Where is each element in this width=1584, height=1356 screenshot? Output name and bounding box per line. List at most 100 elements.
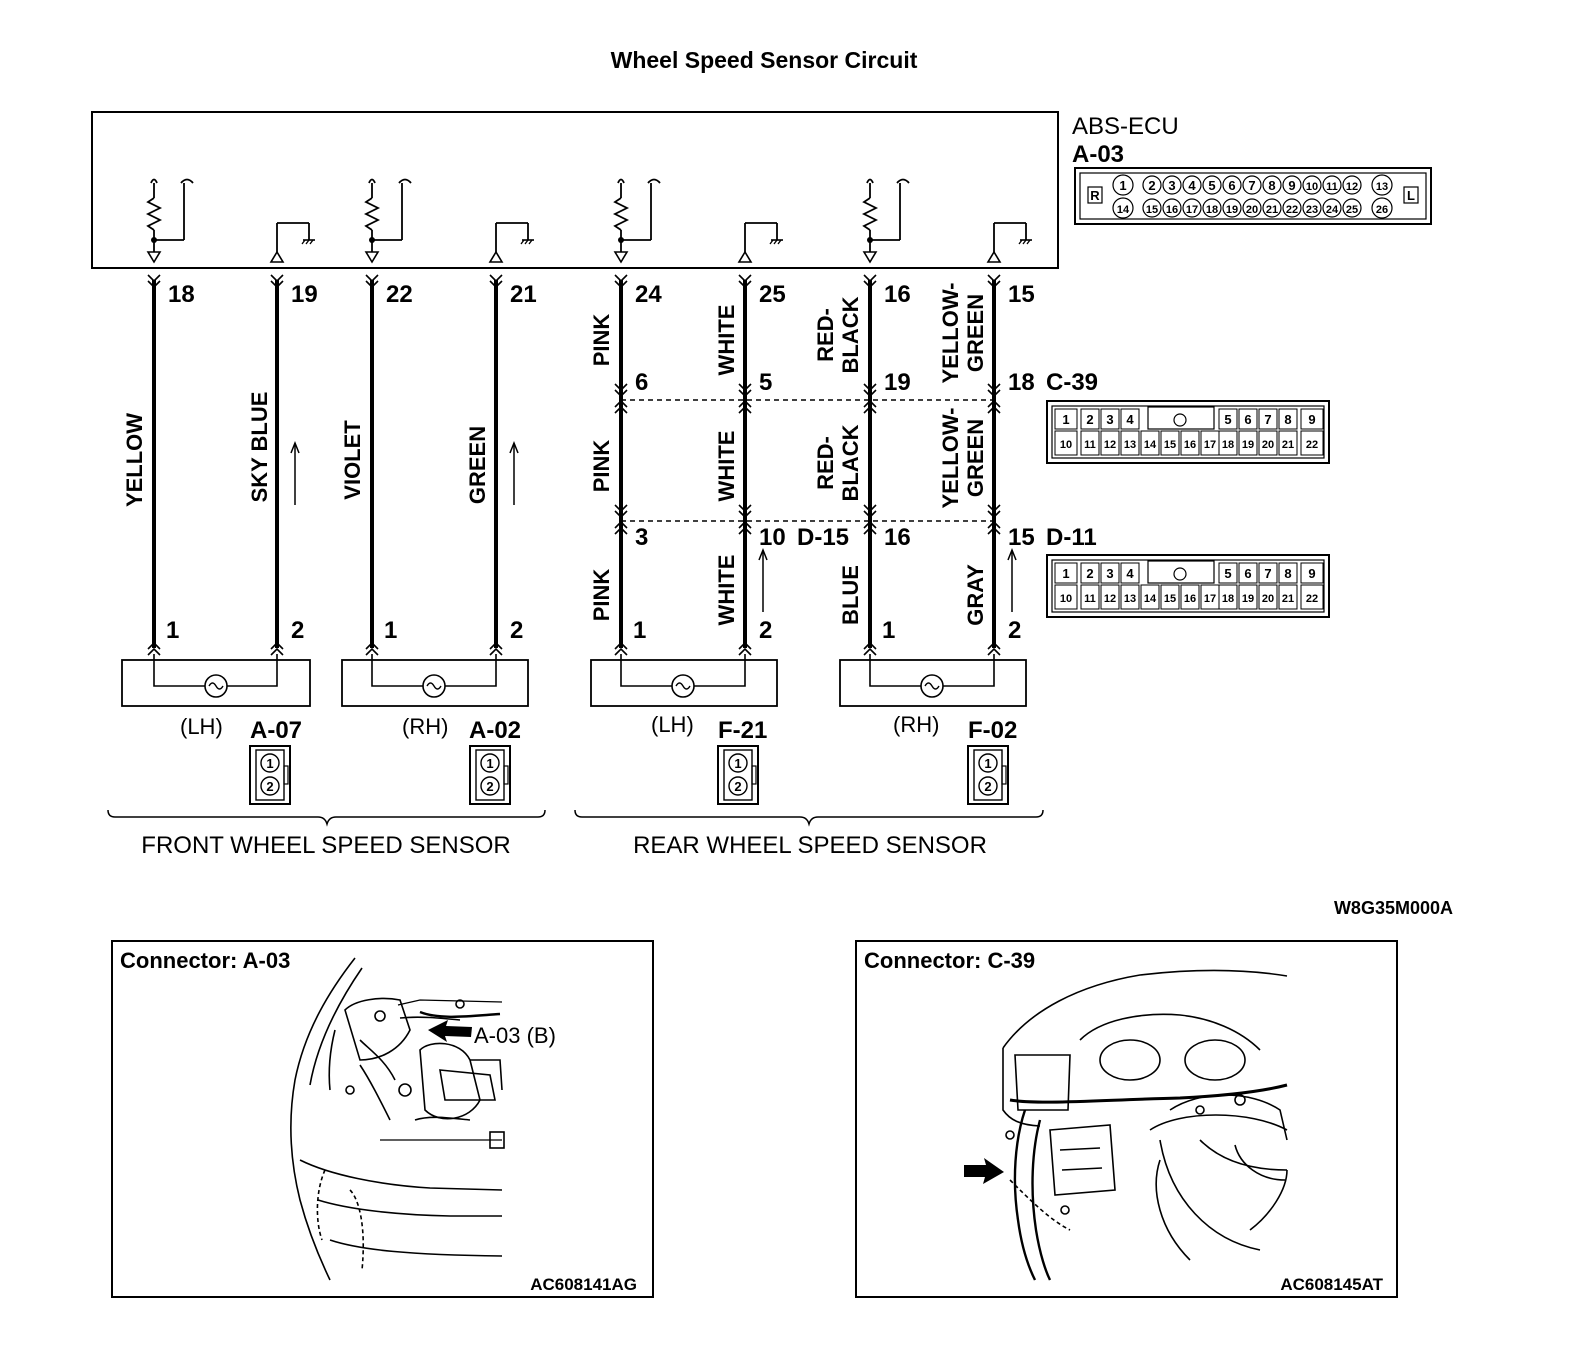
connector-pin — [1371, 197, 1393, 219]
connector-pin — [1162, 175, 1182, 195]
ecu-pin: 21 — [510, 281, 537, 308]
signal-arrow-icon — [290, 442, 300, 506]
connector-pin-number: 12 — [1104, 593, 1116, 605]
dashboard-illustration — [1002, 969, 1288, 1281]
connector-pin-number: 21 — [1266, 204, 1278, 216]
c39-pin: 19 — [884, 369, 911, 396]
sensor-connector-code: A-02 — [469, 717, 521, 744]
connector-pin-number: 13 — [1124, 439, 1136, 451]
connector-pin-number: 19 — [1242, 439, 1254, 451]
wire-color-label: GREEN — [963, 294, 988, 372]
sensor-box-front-lh — [121, 654, 311, 707]
front-group-brace — [107, 809, 546, 827]
connector-pin — [1322, 175, 1342, 195]
connector-pin-number: 6 — [1244, 412, 1251, 427]
d11-pin: 15 — [1008, 524, 1035, 551]
connector-pin — [1282, 198, 1302, 218]
panel-code: AC608141AG — [530, 1275, 637, 1294]
connector-pin-number: 8 — [1284, 566, 1291, 581]
a03-left-tag: R — [1090, 188, 1100, 203]
connector-pin-number: 4 — [1126, 412, 1134, 427]
sensor-connector-code: F-02 — [968, 717, 1017, 744]
ecu-pin: 18 — [168, 281, 195, 308]
connector-pin-number: 22 — [1306, 439, 1318, 451]
connector-pin — [1112, 174, 1134, 196]
arrow-icon — [964, 1158, 1004, 1184]
connector-pin-number: 15 — [1164, 439, 1176, 451]
arrow-icon — [428, 1020, 472, 1042]
rear-group-brace — [574, 809, 1044, 827]
connector-pin-number: 1 — [1062, 412, 1069, 427]
connector-pin-number: 13 — [1376, 181, 1388, 193]
d15-connector-code: D-15 — [797, 524, 849, 551]
connector-pin — [1262, 175, 1282, 195]
d15-pin: 3 — [635, 524, 648, 551]
connector-pin — [1322, 198, 1342, 218]
sensor-pin: 1 — [384, 617, 397, 644]
sensor-pin: 1 — [166, 617, 179, 644]
wires — [152, 280, 996, 648]
c39-pin: 5 — [759, 369, 772, 396]
connector-pin — [1142, 175, 1162, 195]
sensor-side-label: (LH) — [180, 714, 223, 739]
wire-color-label: PINK — [589, 440, 614, 493]
wire-color-label: WHITE — [714, 555, 739, 626]
connector-callout: A-03 (B) — [474, 1023, 556, 1048]
connector-pin-number: 21 — [1282, 593, 1294, 605]
connector-pin-number: 10 — [1306, 181, 1318, 193]
connector-pin-number: 9 — [1288, 178, 1295, 193]
connector-pin — [1262, 198, 1282, 218]
sensor-side-label: (LH) — [651, 712, 694, 737]
wire-color-label: YELLOW- — [938, 283, 963, 384]
connector-pin-number: 14 — [1117, 204, 1130, 216]
connector-pin — [1162, 198, 1182, 218]
signal-arrow-icon — [758, 549, 768, 613]
wire-color-label: YELLOW — [122, 413, 147, 507]
ecu-pin: 16 — [884, 281, 911, 308]
signal-arrow-icon — [509, 442, 519, 506]
engine-bay-illustration — [290, 957, 505, 1281]
connector-pin-number: 22 — [1306, 593, 1318, 605]
connector-pin-number: 12 — [1104, 439, 1116, 451]
connector-pin-number: 5 — [1224, 412, 1231, 427]
connector-pin — [1182, 175, 1202, 195]
sensor-connector-face — [967, 745, 1009, 805]
connector-pin — [1202, 175, 1222, 195]
sensor-box-front-rh — [341, 654, 529, 707]
wire-color-label: RED- — [813, 308, 838, 362]
connector-c39-panel: Connector: C-39 — [855, 940, 1398, 1298]
connector-pin — [1112, 197, 1134, 219]
connector-pin-number: 7 — [1248, 178, 1255, 193]
connector-pin-number: 18 — [1222, 593, 1234, 605]
connector-pin — [1222, 175, 1242, 195]
connector-pin-number: 17 — [1186, 204, 1198, 216]
sensor-connector-code: A-07 — [250, 717, 302, 744]
connector-pin-number: 3 — [1106, 566, 1113, 581]
connector-pin-number: 3 — [1168, 178, 1175, 193]
front-group-label: FRONT WHEEL SPEED SENSOR — [141, 832, 510, 859]
sensor-side-label: (RH) — [402, 714, 448, 739]
connector-pin — [1342, 198, 1362, 218]
connector-pin — [1302, 175, 1322, 195]
ecu-pin: 22 — [386, 281, 413, 308]
connector-pin-number: 20 — [1246, 204, 1258, 216]
connector-pin-number: 24 — [1326, 204, 1339, 216]
ecu-pin: 15 — [1008, 281, 1035, 308]
connector-pin-number: 16 — [1166, 204, 1178, 216]
d11-connector-code: D-11 — [1046, 524, 1097, 551]
diagram-code: W8G35M000A — [1334, 898, 1453, 918]
connector-pin-number: 19 — [1242, 593, 1254, 605]
connector-pin-number: 15 — [1164, 593, 1176, 605]
connector-pin-number: 4 — [1126, 566, 1134, 581]
wire-color-label: GREEN — [963, 419, 988, 497]
panel-title: Connector: A-03 — [120, 948, 290, 973]
connector-pin-number: 20 — [1262, 593, 1274, 605]
sensor-connector-face — [717, 745, 759, 805]
d11-pin: 16 — [884, 524, 911, 551]
connector-pin — [1371, 174, 1393, 196]
c39-connector-code: C-39 — [1046, 369, 1098, 396]
wire-color-label: BLACK — [838, 296, 863, 373]
